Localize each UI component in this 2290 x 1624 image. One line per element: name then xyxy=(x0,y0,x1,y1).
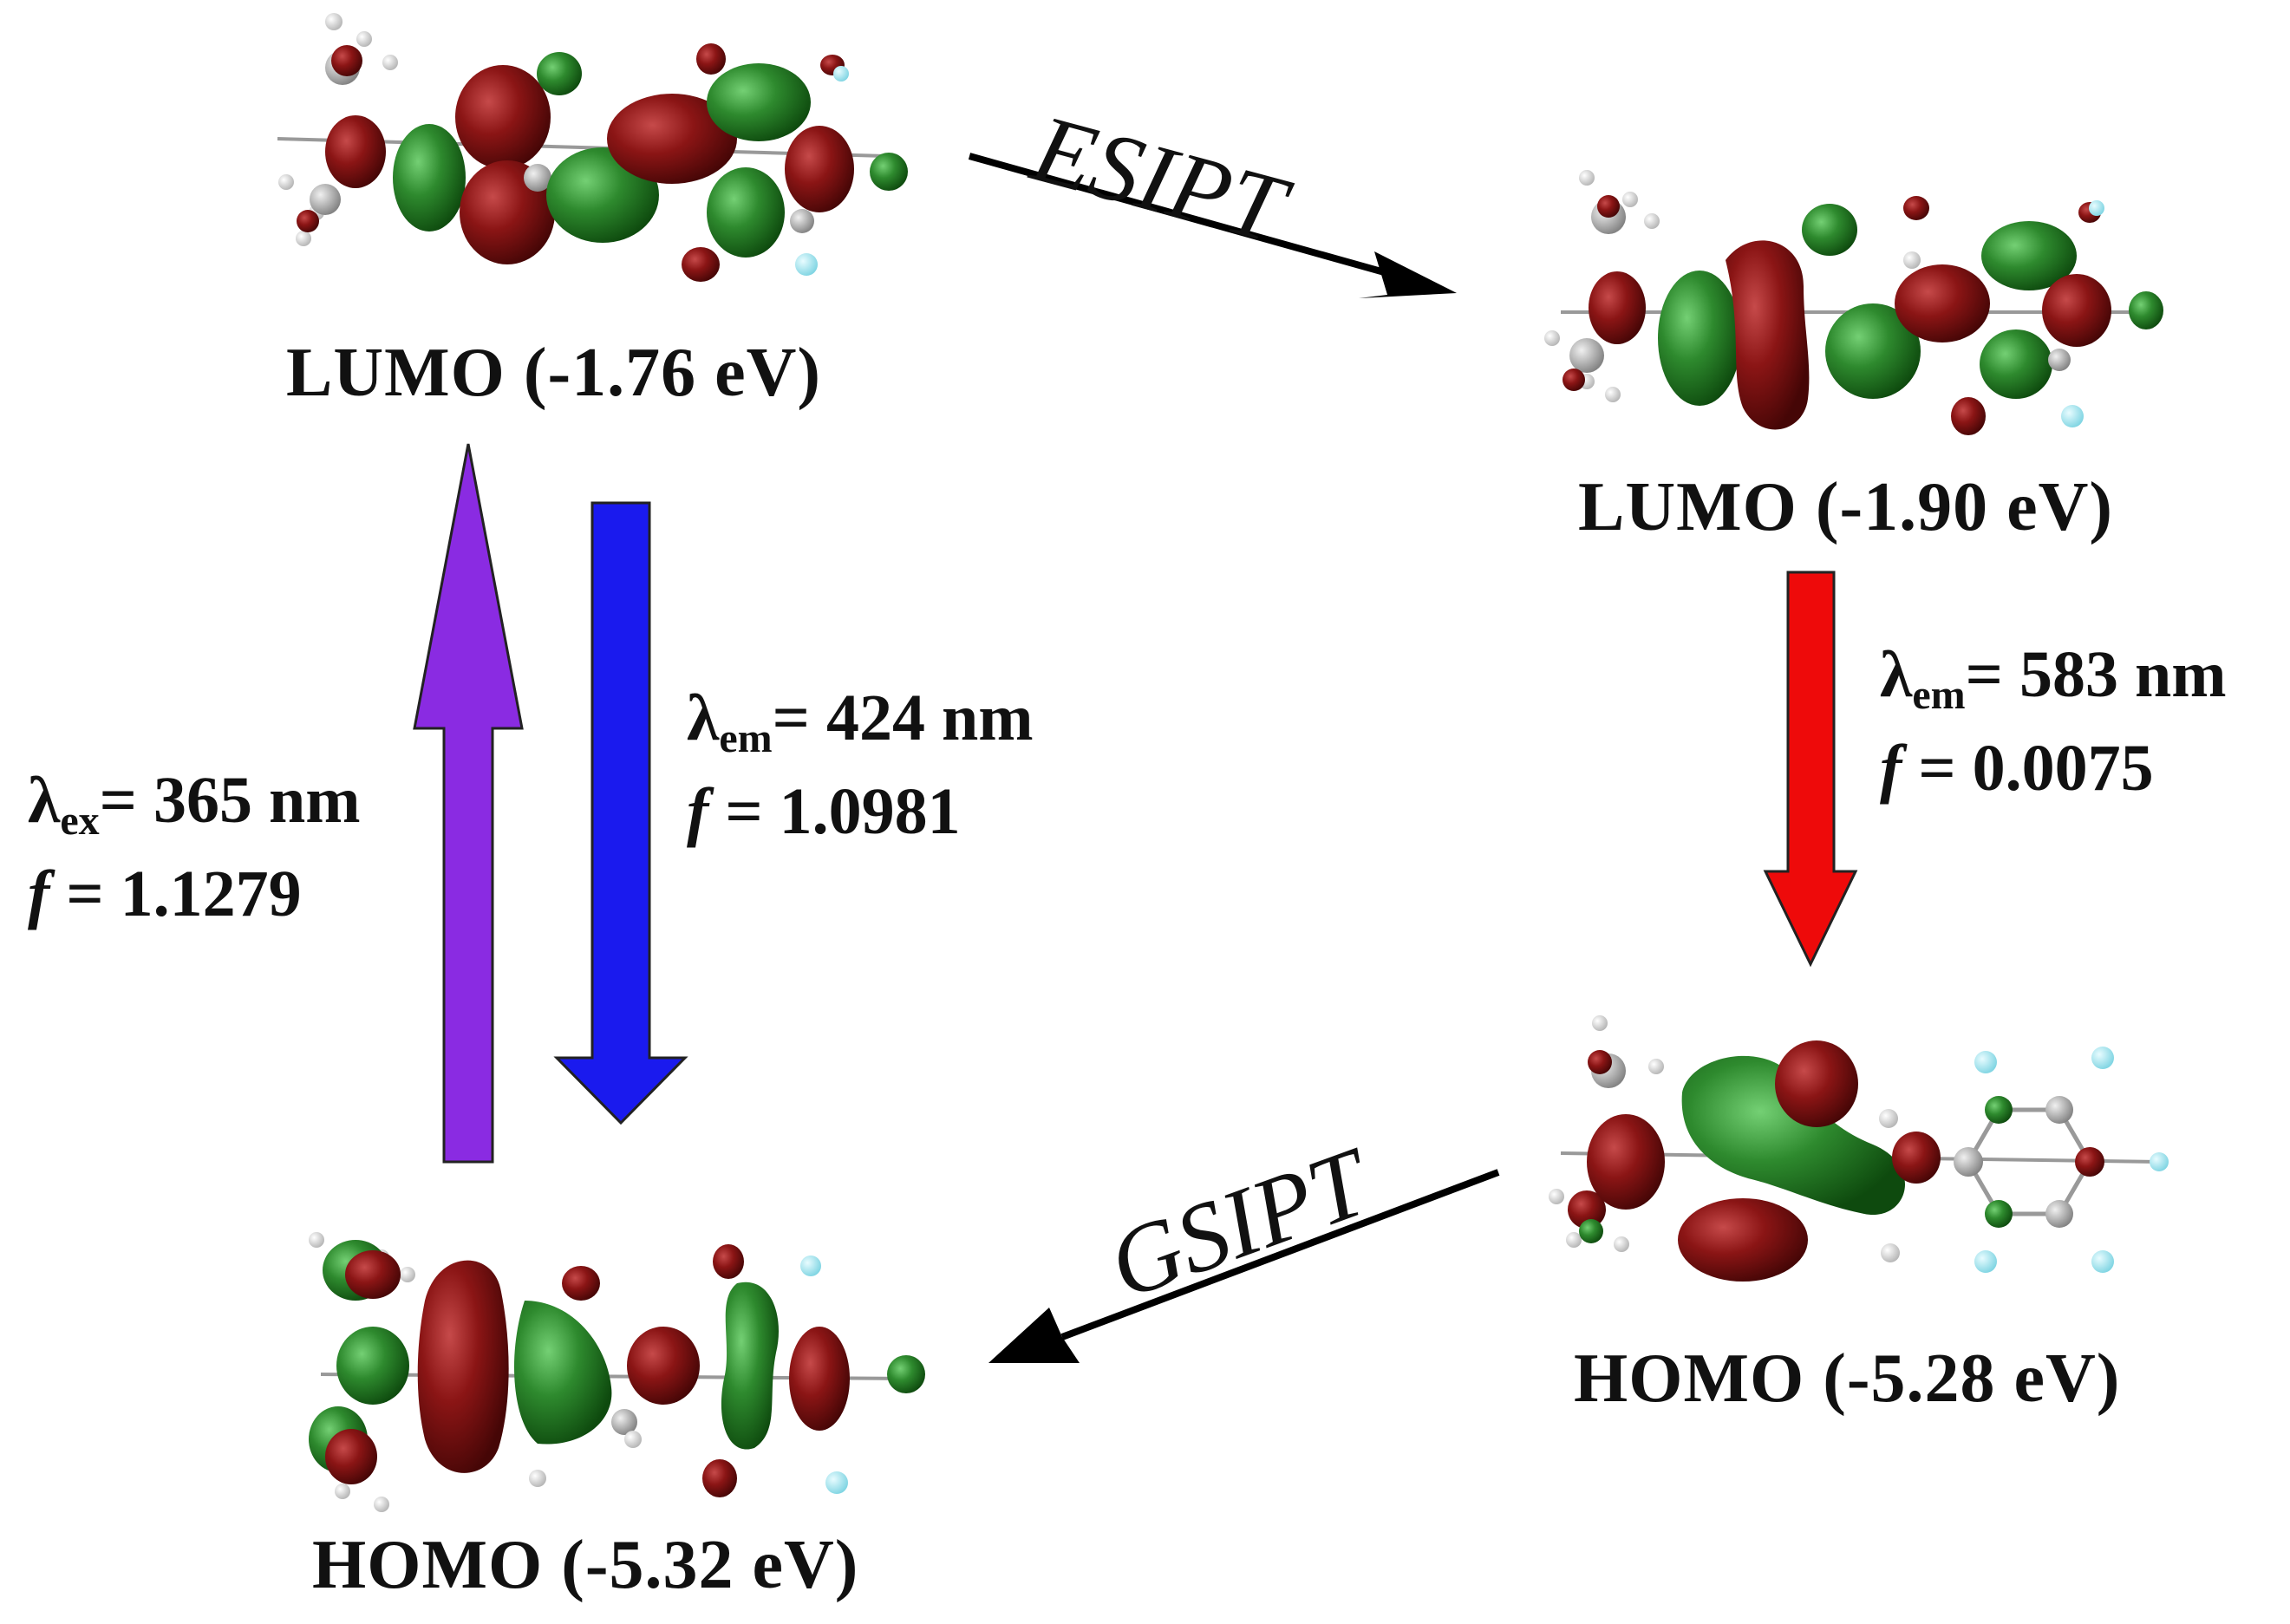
emission-normal-annotation: λem= 424 nm f = 1.0981 xyxy=(687,685,1034,845)
excitation-wavelength: λex= 365 nm xyxy=(28,764,361,844)
emission-normal-wavelength: λem= 424 nm xyxy=(687,682,1034,761)
emission-tautomer-arrow xyxy=(1763,571,1858,968)
lumo-left-label: LUMO (-1.76 eV) xyxy=(286,335,822,411)
homo-right-orbital-picture xyxy=(1549,1015,2169,1282)
homo-right-label: HOMO (-5.28 eV) xyxy=(1574,1340,2121,1417)
excitation-annotation: λex= 365 nm f = 1.1279 xyxy=(28,767,361,927)
lumo-right-label: LUMO (-1.90 eV) xyxy=(1578,469,2114,545)
homo-left-label: HOMO (-5.32 eV) xyxy=(312,1527,859,1603)
emission-tautomer-oscillator-strength: f = 0.0075 xyxy=(1880,732,2154,805)
emission-tautomer-wavelength: λem= 583 nm xyxy=(1880,638,2227,718)
homo-left-orbital-picture xyxy=(309,1232,925,1512)
gsipt-arrow xyxy=(988,1169,1500,1363)
emission-tautomer-annotation: λem= 583 nm f = 0.0075 xyxy=(1880,642,2227,801)
excitation-arrow xyxy=(413,443,524,1164)
lumo-right-orbital-picture xyxy=(1544,170,2163,435)
excitation-oscillator-strength: f = 1.1279 xyxy=(28,858,302,930)
esipt-arrow xyxy=(968,153,1457,298)
lumo-left-orbital-picture xyxy=(277,13,908,282)
emission-normal-arrow xyxy=(553,501,688,1125)
emission-normal-oscillator-strength: f = 1.0981 xyxy=(687,775,961,848)
